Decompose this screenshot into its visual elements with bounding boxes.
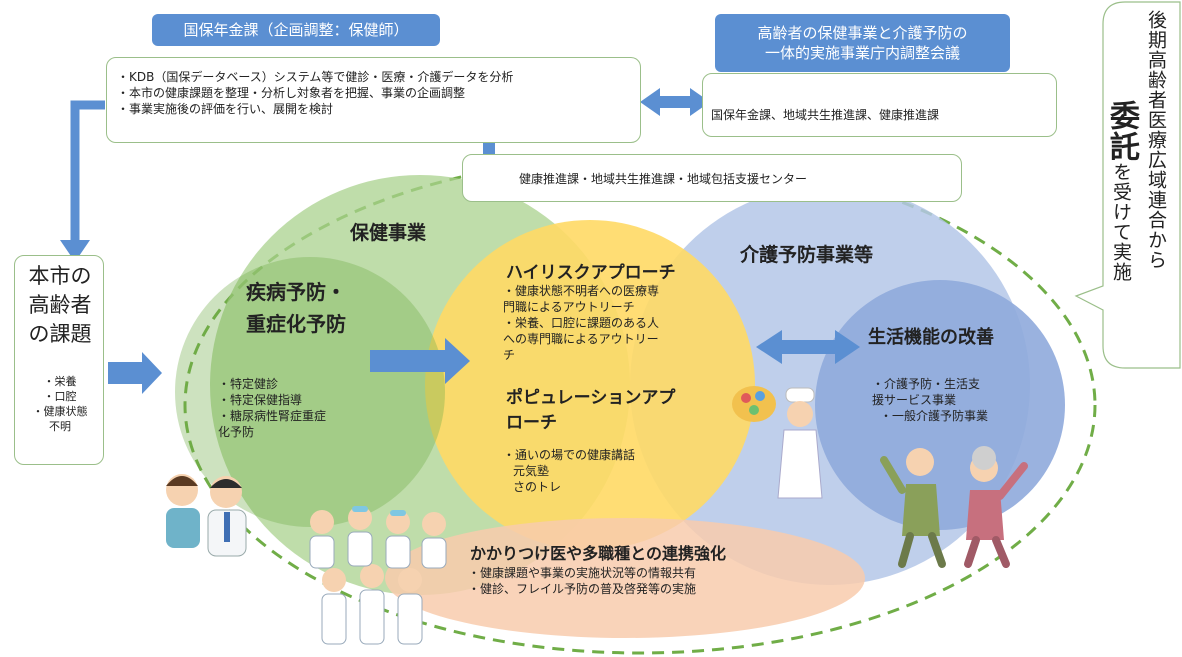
life-function-circle — [815, 280, 1065, 530]
national-insurance-label: 国保年金課（企画調整：保健師） — [152, 14, 440, 46]
life-function-title: 生活機能の改善 — [868, 327, 994, 348]
committee-members-box: 国保年金課、地域共生推進課、健康推進課 — [702, 73, 1057, 137]
collaboration-items: ・健康課題や事業の実施状況等の情報共有 ・健診、フレイル予防の普及啓発等の実施 — [468, 566, 697, 596]
approach-circle — [425, 220, 755, 550]
high-risk-title: ハイリスクアプローチ — [506, 263, 676, 283]
right-arrow-to-approach — [370, 338, 470, 384]
high-risk-items: ・健康状態不明者への医療専 門職によるアウトリーチ ・栄養、口腔に課題のある人 … — [503, 284, 660, 362]
doctor-patient-illustration — [166, 474, 247, 557]
population-items: ・通いの場での健康講話 元気塾 さのトレ — [503, 448, 636, 494]
kdb-item: ・本市の健康課題を整理・分析し対象者を把握、事業の企画調整 — [117, 86, 466, 100]
medical-staff-illustration — [309, 506, 447, 645]
population-title: ポピュレーションアプ ローチ — [506, 388, 676, 433]
life-function-items: ・介護予防・生活支 援サービス事業 ・一般介護予防事業 — [872, 377, 989, 423]
health-program-items: ・特定健診 ・特定保健指導 ・糖尿病性腎症重症 化予防 — [218, 376, 326, 440]
disease-prevention-title: 疾病予防・ 重症化予防 — [246, 280, 346, 336]
collaboration-title: かかりつけ医や多職種との連携強化 — [470, 544, 727, 563]
committee-label: 高齢者の保健事業と介護予防の 一体的実施事業庁内調整会議 — [715, 14, 1010, 72]
kdb-analysis-box: ・KDB（国保データベース）システム等で健診・医療・介護データを分析 ・本市の健… — [106, 57, 641, 143]
down-left-arrow — [70, 100, 105, 243]
down-left-arrowhead — [60, 240, 90, 262]
dashed-boundary-ellipse — [183, 155, 1097, 655]
nutritionist-illustration — [732, 386, 823, 499]
double-arrow-top — [640, 88, 710, 116]
exercising-seniors-illustration — [880, 446, 1028, 568]
committee-members-text: 国保年金課、地域共生推進課、健康推進課 — [711, 108, 940, 122]
double-arrow-vertical — [475, 110, 503, 188]
partner-departments-text: 健康推進課・地域共生推進課・地域包括支援センター — [519, 172, 808, 186]
kdb-item: ・事業実施後の評価を行い、展開を検討 — [117, 102, 334, 116]
health-item: ・糖尿病性腎症重症 — [218, 409, 327, 423]
care-prevention-title: 介護予防事業等 — [740, 244, 874, 266]
health-program-title: 保健事業 — [350, 222, 427, 244]
health-item: ・特定健診 — [218, 377, 279, 391]
partner-departments-box: 健康推進課・地域共生推進課・地域包括支援センター — [462, 154, 962, 202]
delegation-emphasis: 委託 — [1104, 100, 1139, 162]
health-item: ・特定保健指導 — [218, 393, 303, 407]
disease-prevention-circle — [175, 257, 445, 527]
delegation-text-line2: 委託を受けて実施 — [1104, 100, 1139, 282]
collaboration-ellipse — [385, 518, 865, 638]
issues-box: 本市の 高齢者 の課題 ・栄養 ・口腔 ・健康状態 不明 — [14, 255, 104, 465]
delegation-text-before: 後期高齢者医療広域連合から — [1145, 10, 1167, 270]
right-arrow-issues — [108, 352, 162, 394]
issues-list: ・栄養 ・口腔 ・健康状態 不明 — [32, 375, 88, 433]
kdb-item: ・KDB（国保データベース）システム等で健診・医療・介護データを分析 — [117, 70, 514, 84]
delegation-text-after: を受けて実施 — [1110, 162, 1132, 282]
issues-title: 本市の 高齢者 の課題 — [28, 264, 92, 346]
double-arrow-life-function — [756, 330, 860, 364]
health-item: 化予防 — [218, 425, 255, 439]
